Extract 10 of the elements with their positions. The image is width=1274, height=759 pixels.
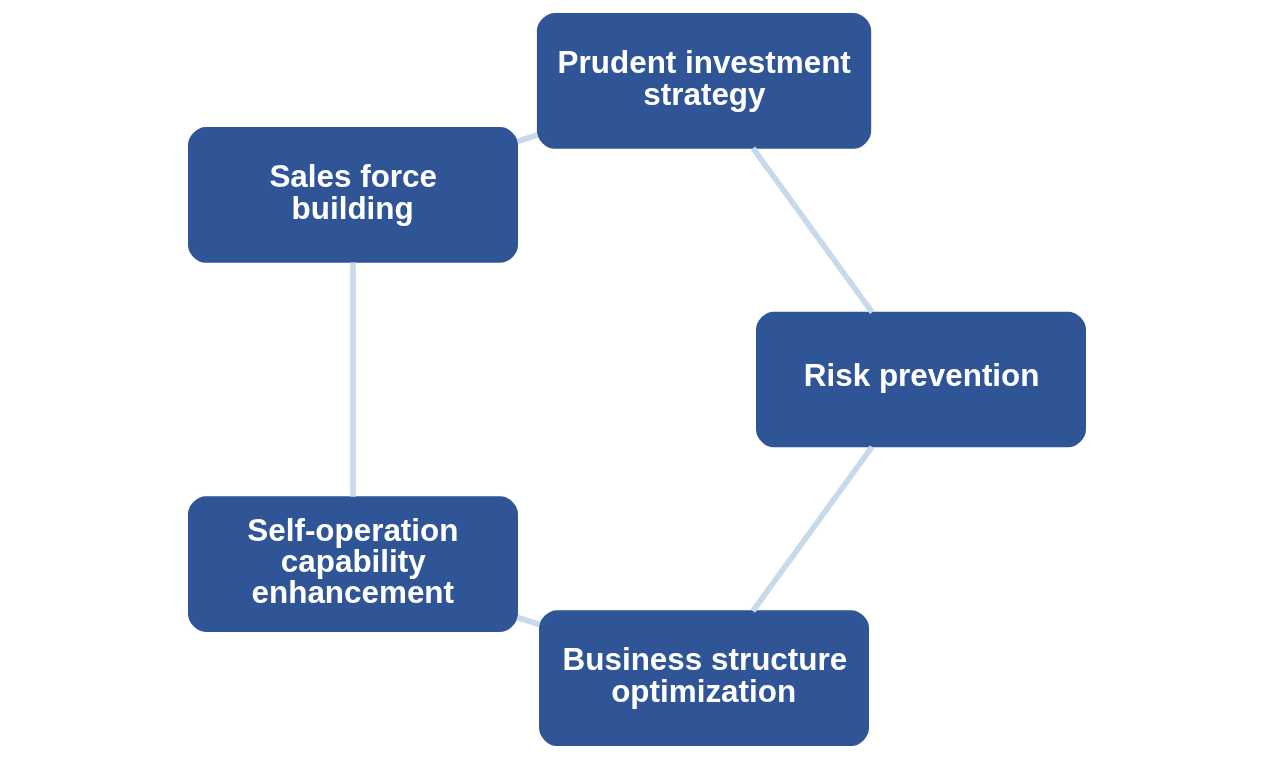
node-box: Business structure optimization xyxy=(539,610,870,746)
connector xyxy=(350,262,356,497)
node-box: Sales force building xyxy=(188,127,518,263)
node-box: Risk prevention xyxy=(756,311,1086,448)
node-box: Prudent investment strategy xyxy=(536,13,872,149)
connector xyxy=(516,132,539,145)
connector xyxy=(750,146,875,315)
connector xyxy=(516,614,541,628)
connector xyxy=(750,445,875,613)
node-box: Self-operation capability enhancement xyxy=(188,496,518,632)
